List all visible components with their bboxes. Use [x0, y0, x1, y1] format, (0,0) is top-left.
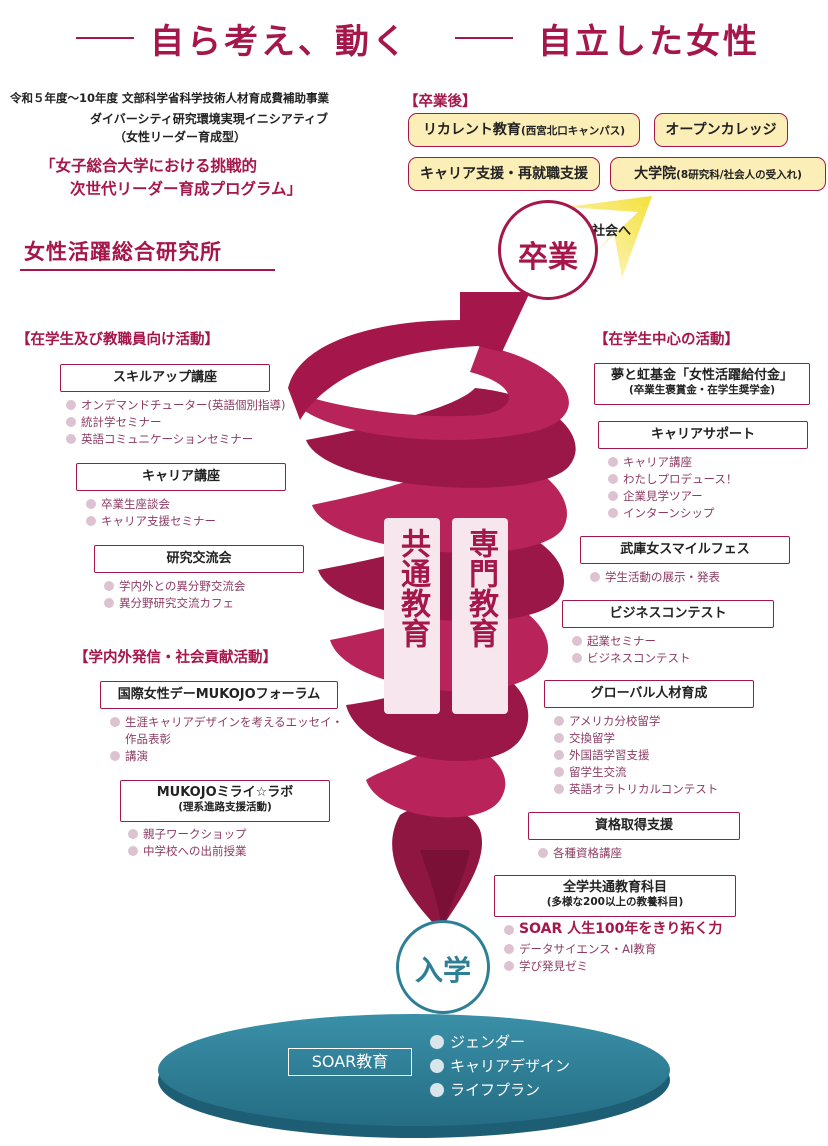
list-item: 各種資格講座 [538, 845, 622, 862]
pill-graduate-school-main: 大学院 [634, 166, 677, 182]
list-item-soar: SOAR 人生100年をきり拓く力 [504, 921, 722, 938]
specialized-education-label: 専門教育 [452, 518, 508, 714]
list-item: 外国語学習支援 [554, 747, 650, 764]
list-item: 生涯キャリアデザインを考えるエッセイ・ [110, 714, 343, 731]
base-item: ジェンダー [430, 1032, 525, 1052]
base-item: ライフプラン [430, 1080, 540, 1100]
institute-name: 女性活躍総合研究所 [24, 240, 222, 264]
soar-education-label: SOAR教育 [288, 1048, 412, 1076]
admission-label: 入学 [414, 954, 471, 987]
base-ellipse-top [158, 1014, 670, 1126]
list-item: 統計学セミナー [66, 414, 162, 431]
list-item: 講演 [110, 748, 148, 765]
box-common-courses-subtitle: (多様な200以上の教養科目) [546, 896, 684, 908]
program-name2: 次世代リーダー育成プログラム」 [70, 180, 303, 198]
list-item: オンデマンドチューター(英語個別指導) [66, 397, 285, 414]
list-item: 卒業生座談会 [86, 496, 170, 513]
to-society-arrow [566, 196, 652, 278]
program-name1: 「女子総合大学における挑戦的 [40, 157, 258, 175]
list-item: データサイエンス・AI教育 [504, 941, 656, 958]
pill-recurrent-main: リカレント教育 [422, 122, 521, 138]
box-career-lecture: キャリア講座 [76, 463, 286, 491]
box-global: グローバル人材育成 [544, 680, 754, 708]
after-grad-label: 【卒業後】 [404, 94, 477, 110]
list-item: 英語コミュニケーションセミナー [66, 431, 253, 448]
spiral-band [290, 345, 569, 441]
box-business-contest: ビジネスコンテスト [562, 600, 774, 628]
pill-graduate-school-sub: (8研究科/社会人の受入れ) [676, 169, 802, 181]
list-item: 学び発見ゼミ [504, 958, 588, 975]
list-item: 交換留学 [554, 730, 615, 747]
box-mukojo-mirai-title: MUKOJOミライ☆ラボ [156, 785, 294, 800]
list-item: 学生活動の展示・発表 [590, 569, 720, 586]
pill-career-support-main: キャリア支援・再就職支援 [420, 166, 588, 182]
pill-career-support: キャリア支援・再就職支援 [408, 157, 600, 191]
box-mukojo-mirai-subtitle: (理系進路支援活動) [178, 801, 272, 813]
list-item: 異分野研究交流カフェ [104, 595, 234, 612]
spiral-arrow [288, 292, 530, 420]
box-mukojo-forum: 国際女性デーMUKOJOフォーラム [100, 681, 338, 709]
box-yume-niji-title: 夢と虹基金「女性活躍給付金」 [610, 368, 793, 383]
box-yume-niji: 夢と虹基金「女性活躍給付金」 (卒業生褒賞金・在学生奨学金) [594, 363, 810, 405]
box-research-exchange: 研究交流会 [94, 545, 304, 573]
box-mukojo-mirai: MUKOJOミライ☆ラボ (理系進路支援活動) [120, 780, 330, 822]
pill-open-college: オープンカレッジ [654, 113, 788, 147]
common-education-text: 共通教育 [395, 528, 430, 648]
list-item: 親子ワークショップ [128, 826, 247, 843]
header-line-right [455, 37, 513, 39]
list-item: キャリア支援セミナー [86, 513, 216, 530]
list-item: 中学校への出前授業 [128, 843, 247, 860]
pill-graduate-school: 大学院(8研究科/社会人の受入れ) [610, 157, 826, 191]
right-section-label: 【在学生中心の活動】 [594, 332, 739, 348]
box-yume-niji-subtitle: (卒業生褒賞金・在学生奨学金) [628, 384, 776, 396]
spiral-tip [420, 850, 470, 935]
pill-recurrent-sub: (西宮北口キャンパス) [520, 125, 626, 137]
box-skillup: スキルアップ講座 [60, 364, 270, 392]
box-common-courses-title: 全学共通教育科目 [562, 880, 667, 895]
pill-recurrent: リカレント教育(西宮北口キャンパス) [408, 113, 640, 147]
list-item-cont: 作品表彰 [125, 732, 171, 746]
header-line-left [76, 37, 134, 39]
list-item: 起業セミナー [572, 633, 656, 650]
pill-open-college-main: オープンカレッジ [665, 122, 777, 138]
base-item: キャリアデザイン [430, 1056, 570, 1076]
box-smile-fes: 武庫女スマイルフェス [580, 536, 790, 564]
to-society-label: 社会へ [592, 224, 632, 239]
graduation-circle [498, 200, 598, 300]
list-item: キャリア講座 [608, 454, 692, 471]
list-item: 留学生交流 [554, 764, 627, 781]
list-item: ビジネスコンテスト [572, 650, 691, 667]
graduation-label: 卒業 [518, 240, 578, 275]
list-item: 学内外との異分野交流会 [104, 578, 245, 595]
title-right: 自立した女性 [538, 22, 760, 62]
list-item: 英語オラトリカルコンテスト [554, 781, 718, 798]
program-line3: （女性リーダー育成型） [114, 130, 247, 144]
institute-underline [20, 269, 275, 271]
program-line2: ダイバーシティ研究環境実現イニシアティブ [90, 112, 329, 126]
specialized-education-text: 専門教育 [463, 528, 498, 648]
title-left: 自ら考え、動く [150, 22, 409, 62]
box-common-courses: 全学共通教育科目 (多様な200以上の教養科目) [494, 875, 736, 917]
admission-circle [396, 920, 490, 1014]
common-education-label: 共通教育 [384, 518, 440, 714]
list-item: アメリカ分校留学 [554, 713, 660, 730]
list-item: わたしプロデュース！ [608, 471, 737, 488]
list-item: 企業見学ツアー [608, 488, 703, 505]
left-section1-label: 【在学生及び教職員向け活動】 [16, 332, 219, 348]
program-line1: 令和５年度〜10年度 文部科学省科学技術人材育成費補助事業 [10, 91, 330, 105]
box-career-support: キャリアサポート [598, 421, 808, 449]
list-item: インターンシップ [608, 505, 714, 522]
box-qualification: 資格取得支援 [528, 812, 740, 840]
left-section2-label: 【学内外発信・社会貢献活動】 [74, 650, 277, 666]
